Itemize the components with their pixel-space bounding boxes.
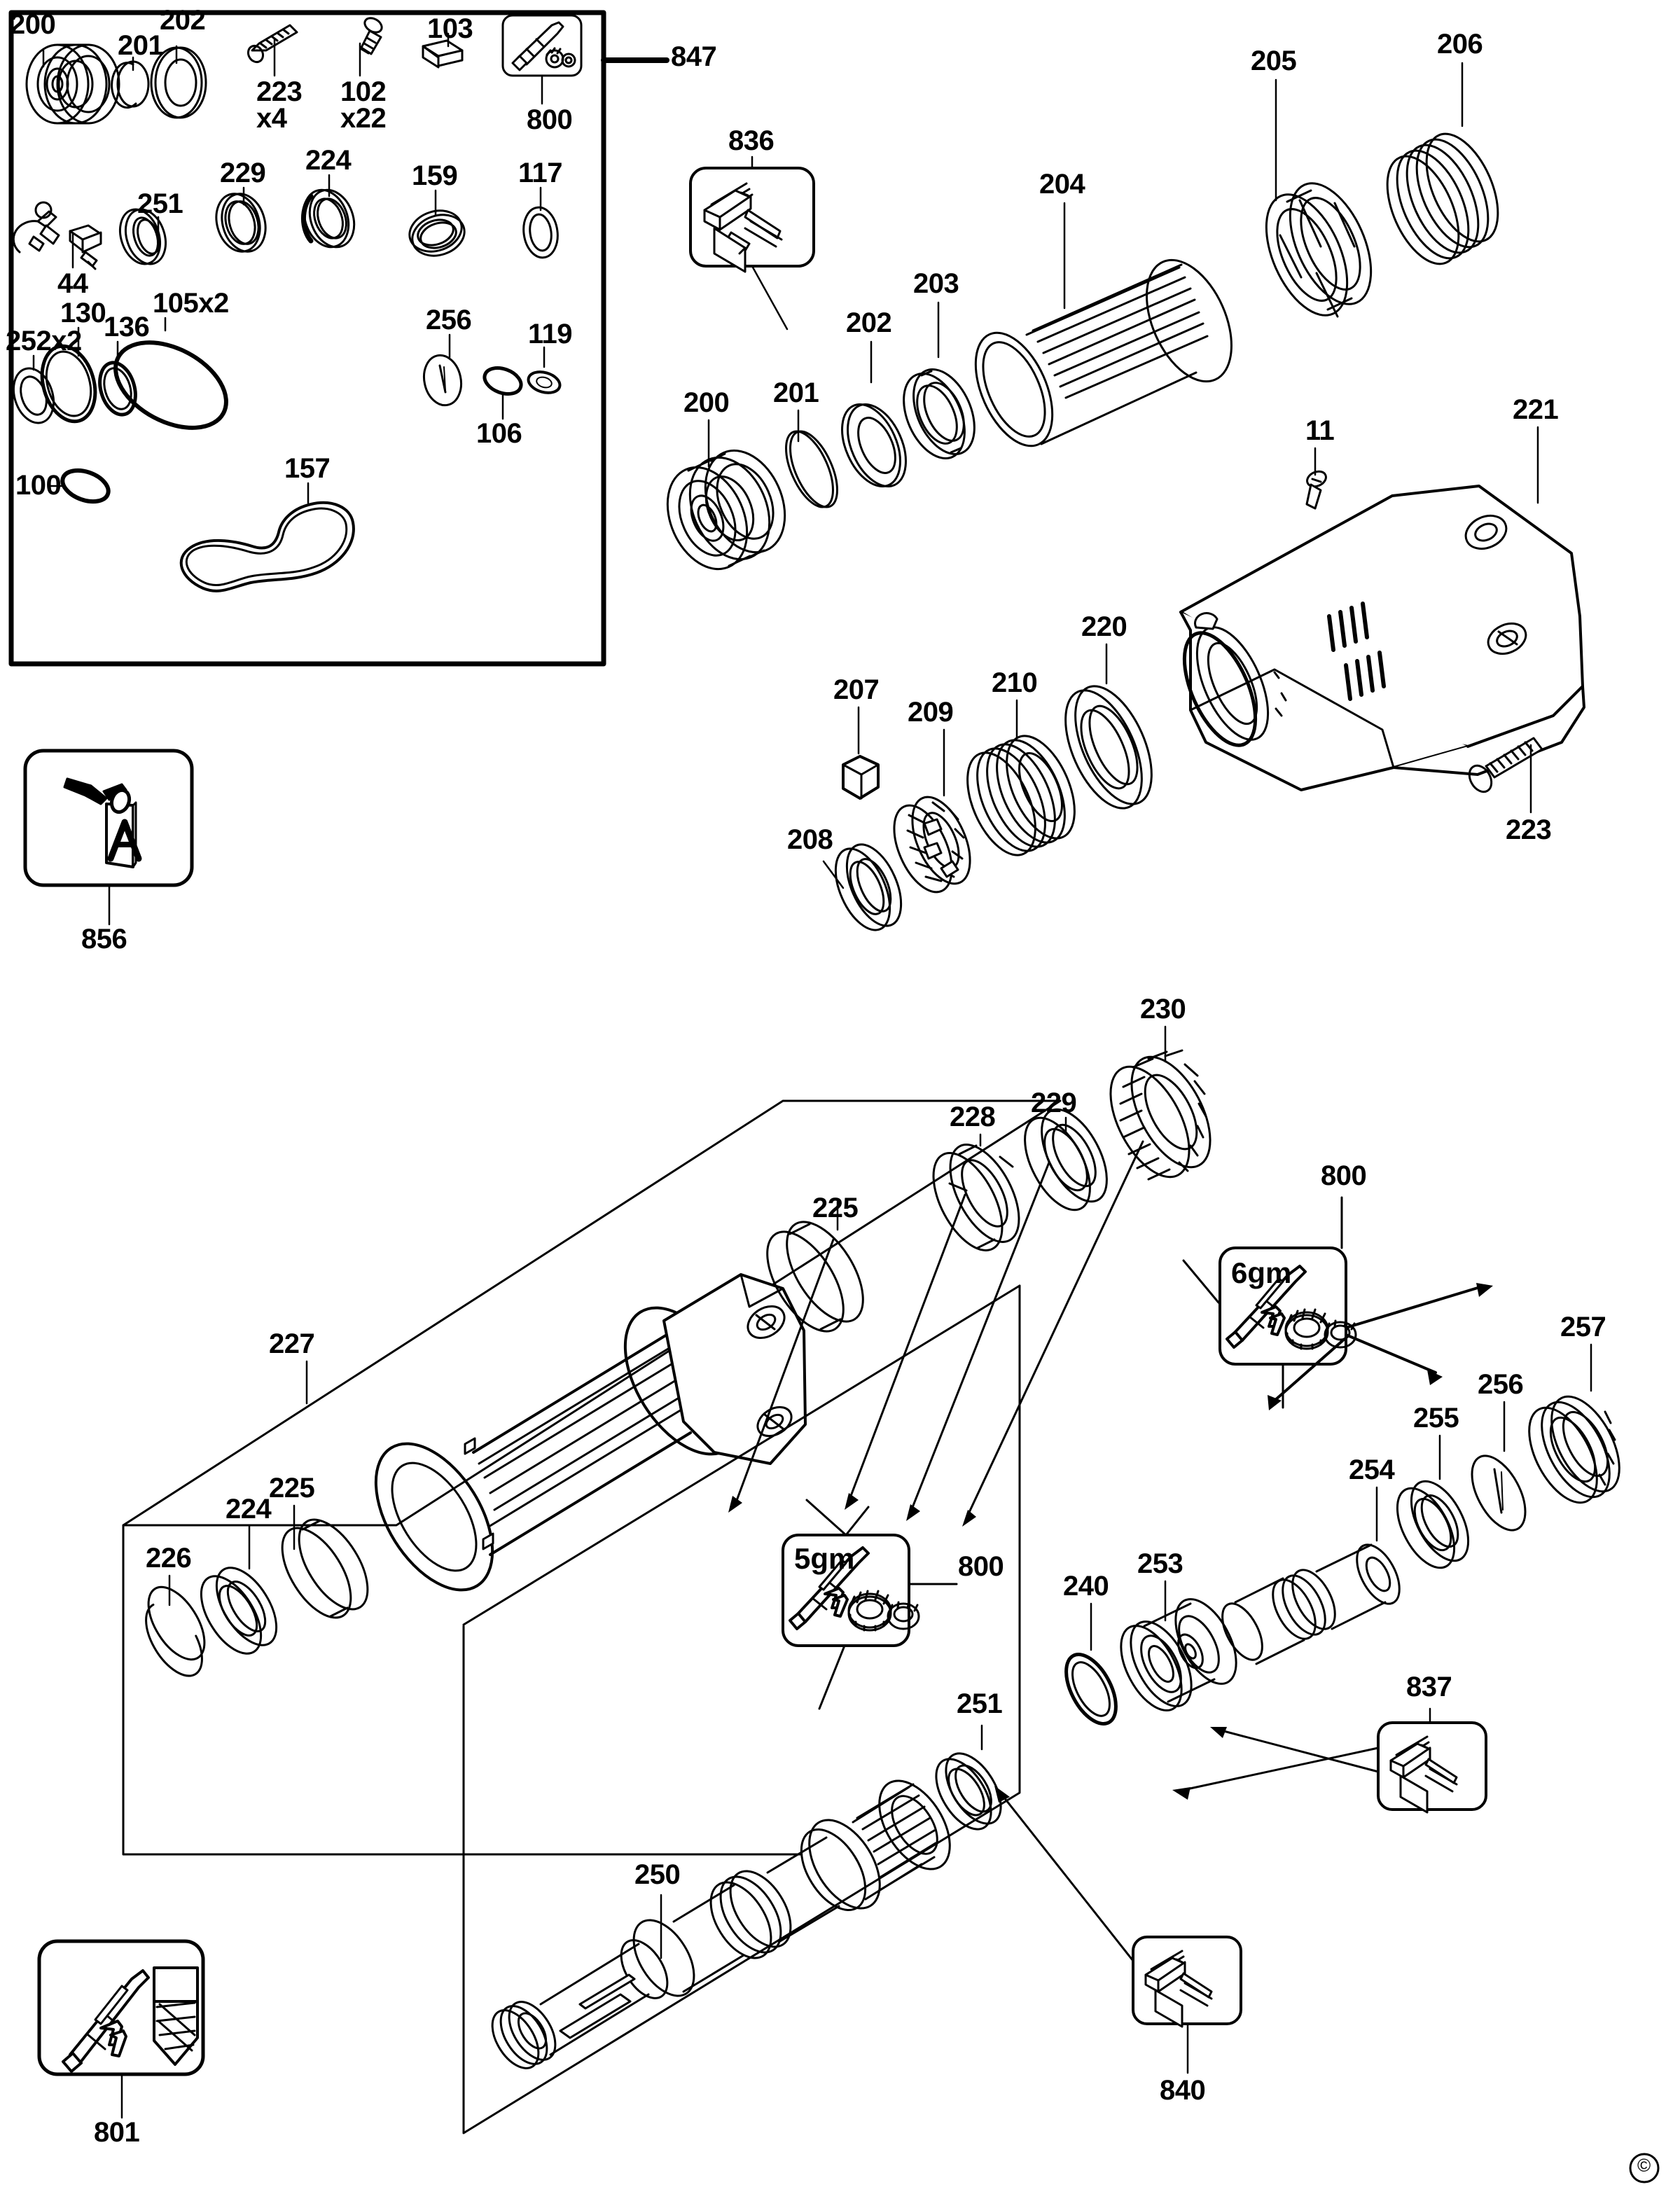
- label-204: 204: [1039, 169, 1085, 200]
- label-kit-800: 800: [527, 104, 573, 135]
- label-203: 203: [913, 268, 959, 299]
- label-kit-256: 256: [426, 305, 472, 335]
- label-kit-136: 136: [104, 312, 150, 342]
- label-240: 240: [1063, 1571, 1109, 1602]
- label-kit-202: 202: [160, 5, 206, 36]
- label-208: 208: [787, 824, 833, 855]
- label-253: 253: [1137, 1548, 1183, 1579]
- label-251: 251: [957, 1688, 1003, 1719]
- label-202: 202: [846, 307, 892, 338]
- svg-text:5gm: 5gm: [794, 1542, 854, 1575]
- label-209: 209: [908, 697, 954, 728]
- label-227: 227: [269, 1328, 315, 1359]
- label-207: 207: [833, 674, 880, 705]
- label-201: 201: [773, 377, 819, 408]
- label-kit-251: 251: [137, 188, 183, 219]
- label-kit-44: 44: [57, 268, 88, 299]
- label-kit-106: 106: [476, 418, 522, 449]
- label-221: 221: [1513, 394, 1559, 425]
- label-800-5gm: 800: [958, 1551, 1004, 1582]
- label-kit-100: 100: [15, 470, 62, 501]
- label-kit-229: 229: [220, 158, 266, 188]
- label-230: 230: [1140, 994, 1186, 1025]
- label-11: 11: [1305, 415, 1335, 446]
- label-kit-200: 200: [10, 9, 56, 40]
- label-kit-201: 201: [118, 30, 164, 61]
- label-840: 840: [1160, 2075, 1206, 2106]
- label-257: 257: [1560, 1312, 1606, 1342]
- label-250: 250: [634, 1859, 681, 1890]
- label-225-lower: 225: [269, 1473, 315, 1504]
- label-226: 226: [146, 1543, 192, 1574]
- label-801: 801: [94, 2117, 140, 2148]
- label-kit-117: 117: [518, 158, 563, 188]
- label-210: 210: [992, 667, 1038, 698]
- label-220: 220: [1081, 611, 1127, 642]
- label-228: 228: [950, 1102, 996, 1132]
- label-kit-159: 159: [412, 160, 458, 191]
- label-255: 255: [1413, 1403, 1459, 1433]
- svg-text:6gm: 6gm: [1231, 1256, 1291, 1289]
- label-856: 856: [81, 924, 127, 954]
- label-225-upper: 225: [812, 1193, 859, 1223]
- label-229: 229: [1031, 1088, 1077, 1118]
- copyright-mark: ©: [1637, 2155, 1651, 2176]
- label-254: 254: [1349, 1454, 1395, 1485]
- label-256: 256: [1478, 1369, 1524, 1400]
- label-847: 847: [671, 41, 717, 72]
- label-800-6gm: 800: [1321, 1160, 1367, 1191]
- label-kit-130: 130: [60, 298, 106, 328]
- label-200: 200: [683, 387, 730, 418]
- label-kit-119: 119: [528, 319, 573, 349]
- label-206: 206: [1437, 29, 1483, 60]
- label-205: 205: [1251, 46, 1297, 76]
- label-223: 223: [1506, 814, 1552, 845]
- label-kit-252: 252x2: [6, 326, 82, 356]
- label-837: 837: [1406, 1672, 1452, 1702]
- label-kit-157: 157: [284, 453, 331, 484]
- label-kit-224: 224: [305, 145, 352, 176]
- label-836: 836: [728, 125, 775, 156]
- label-224: 224: [225, 1494, 272, 1525]
- label-kit-103: 103: [427, 13, 473, 44]
- label-kit-105: 105x2: [153, 288, 229, 319]
